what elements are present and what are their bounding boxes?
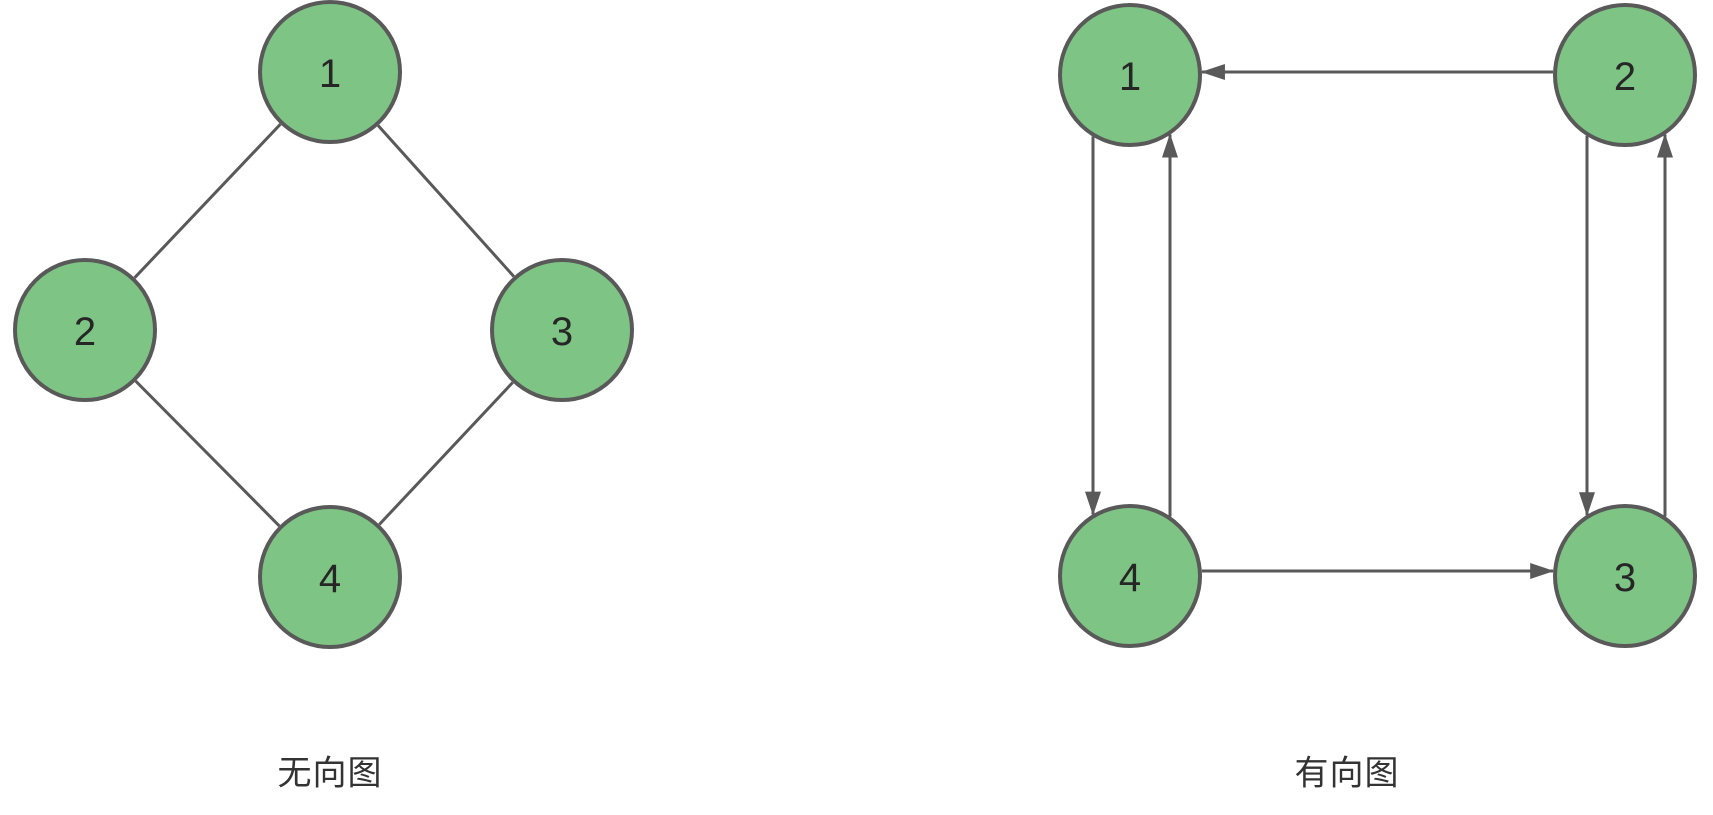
undirected-graph-node-label-1: 1 [319, 52, 341, 96]
undirected-graph-node-label-3: 3 [551, 310, 573, 354]
directed-graph-node-2 [1553, 3, 1697, 147]
undirected-graph-node-4 [258, 505, 402, 649]
undirected-graph-caption: 无向图 [277, 754, 383, 793]
undirected-graph-edge-1-2 [133, 123, 282, 279]
undirected-graph-node-label-2: 2 [74, 310, 96, 354]
undirected-graph-node-label-4: 4 [319, 557, 341, 601]
directed-graph-node-label-2: 2 [1614, 55, 1636, 99]
undirected-graph-edge-1-3 [377, 124, 515, 278]
directed-graph-node-label-4: 4 [1119, 556, 1141, 600]
undirected-graph-edge-3-4 [378, 381, 514, 526]
directed-graph-node-label-3: 3 [1614, 556, 1636, 600]
undirected-graph-node-2 [13, 258, 157, 402]
undirected-graph-edge-2-4 [134, 380, 281, 527]
directed-graph-caption: 有向图 [1294, 754, 1400, 793]
undirected-graph-node-1 [258, 0, 402, 144]
directed-graph-node-label-1: 1 [1119, 55, 1141, 99]
directed-graph-node-3 [1553, 504, 1697, 648]
directed-graph-node-1 [1058, 3, 1202, 147]
undirected-graph-node-3 [490, 258, 634, 402]
directed-graph-node-4 [1058, 504, 1202, 648]
